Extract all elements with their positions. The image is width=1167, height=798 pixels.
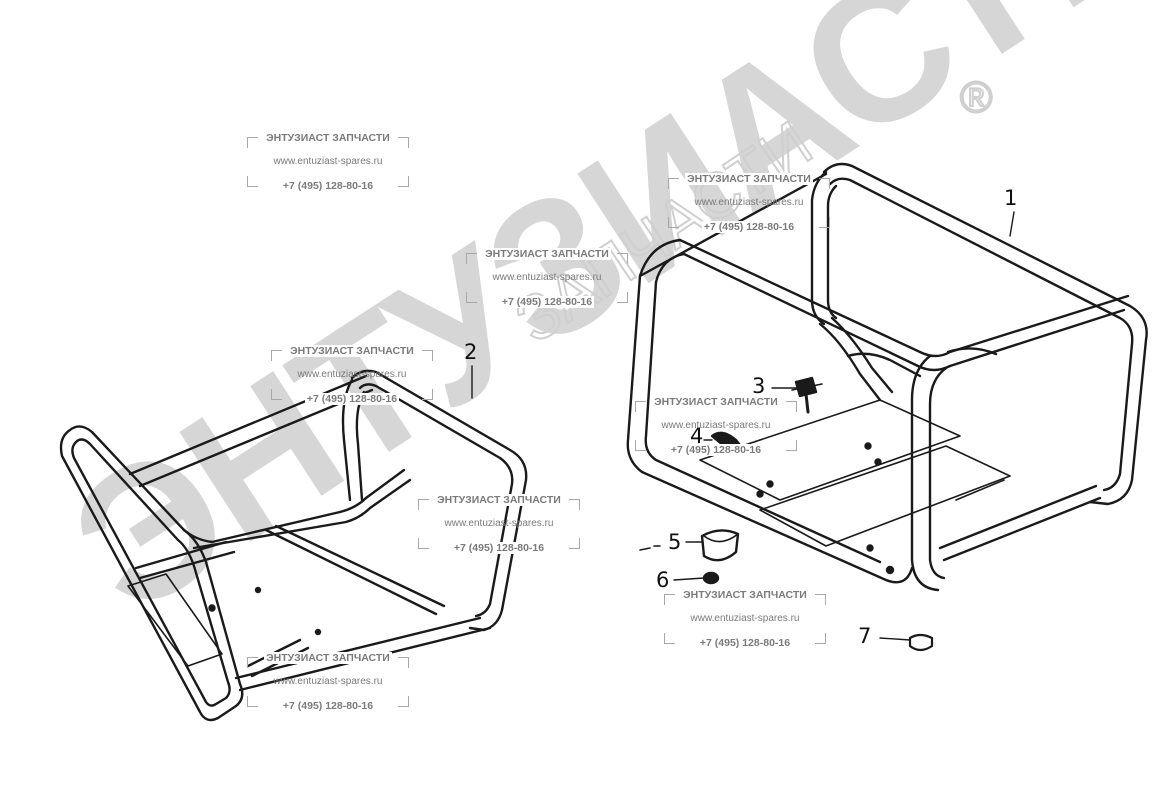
frame1-top-rail-1-inner — [682, 252, 1126, 372]
callout-2: 2 — [464, 340, 478, 364]
stamp-phone: +7 (495) 128-80-16 — [701, 221, 797, 233]
frame1-hole-4 — [756, 490, 764, 498]
callout-4: 4 — [690, 424, 704, 448]
stamp-phone: +7 (495) 128-80-16 — [304, 393, 400, 405]
frame2-top-rail-back — [128, 374, 368, 476]
watermark-stamp: ЭНТУЗИАСТ ЗАПЧАСТИ www.entuziast-spares.… — [247, 652, 409, 712]
frame2-top-rail-back-inner — [138, 388, 374, 488]
leader-lines — [471, 211, 1015, 641]
leader-6 — [673, 577, 705, 581]
frame1-back-loop — [822, 162, 1148, 506]
watermark-stamp: ЭНТУЗИАСТ ЗАПЧАСТИ www.entuziast-spares.… — [635, 396, 797, 456]
frame-part-2 — [59, 369, 528, 722]
frame1-bottom-rail-inner — [942, 496, 1102, 562]
frame-part-1 — [626, 162, 1148, 592]
frame1-back-loop-inner — [828, 177, 1134, 492]
stamp-name: ЭНТУЗИАСТ ЗАПЧАСТИ — [681, 589, 809, 601]
stamp-url: www.entuziast-spares.ru — [297, 369, 407, 380]
frame1-bottom-plate-1 — [699, 399, 961, 501]
stamp-name: ЭНТУЗИАСТ ЗАПЧАСТИ — [264, 652, 392, 664]
frame1-bottom-slot — [955, 479, 1005, 501]
stamp-phone: +7 (495) 128-80-16 — [697, 637, 793, 649]
frame2-bottom-rail-inner — [234, 616, 482, 680]
frame2-top-rail-front-inner — [192, 478, 412, 550]
watermark-stamp: ЭНТУЗИАСТ ЗАПЧАСТИ www.entuziast-spares.… — [247, 132, 409, 192]
frame2-right-end-inner — [358, 383, 514, 618]
frame1-back-vertical-inner — [826, 184, 838, 320]
stamp-url: www.entuziast-spares.ru — [694, 197, 804, 208]
frame1-top-rail-1 — [678, 238, 1130, 358]
frame2-cross-1 — [134, 540, 228, 570]
watermark-stamp: ЭНТУЗИАСТ ЗАПЧАСТИ www.entuziast-spares.… — [664, 589, 826, 649]
stamp-phone: +7 (495) 128-80-16 — [451, 542, 547, 554]
frame1-front-right-loop-inner — [928, 366, 948, 580]
frame2-cross-2 — [138, 550, 236, 580]
frame2-hole-2 — [254, 586, 262, 594]
frame1-bottom-rail — [938, 484, 1098, 550]
callout-3: 3 — [752, 374, 766, 398]
frame1-front-left-loop — [626, 238, 914, 584]
stamp-name: ЭНТУЗИАСТ ЗАПЧАСТИ — [685, 173, 813, 185]
frame1-mid-cross-1 — [818, 322, 882, 402]
bolt-part-3 — [791, 376, 823, 414]
frame2-bottom-pad — [127, 573, 223, 667]
frame1-mid-rail — [846, 352, 922, 378]
frame2-hole-1 — [208, 604, 216, 612]
nut-part-6 — [702, 571, 720, 585]
callout-1: 1 — [1004, 186, 1018, 210]
frame2-hole-3 — [314, 628, 322, 636]
frame1-hole-5 — [866, 544, 874, 552]
frame2-left-end-inner — [71, 438, 231, 707]
callout-5: 5 — [668, 530, 682, 554]
watermark-stamp: ЭНТУЗИАСТ ЗАПЧАСТИ www.entuziast-spares.… — [466, 248, 628, 308]
leader-7 — [879, 637, 911, 641]
stamp-phone: +7 (495) 128-80-16 — [280, 700, 376, 712]
stamp-url: www.entuziast-spares.ru — [661, 420, 771, 431]
rubber-foot-part-5 — [639, 529, 740, 562]
watermark-stamp: ЭНТУЗИАСТ ЗАПЧАСТИ www.entuziast-spares.… — [271, 345, 433, 405]
frame2-cross-3 — [264, 528, 438, 616]
stamp-url: www.entuziast-spares.ru — [444, 518, 554, 529]
frame1-front-right-top — [946, 347, 998, 356]
frame2-top-rail-front — [182, 468, 406, 544]
stamp-name: ЭНТУЗИАСТ ЗАПЧАСТИ — [435, 494, 563, 506]
frame2-right-vertical — [341, 378, 354, 502]
stamp-phone: +7 (495) 128-80-16 — [280, 180, 376, 192]
frame1-hole-2 — [874, 458, 882, 466]
callout-7: 7 — [858, 624, 872, 648]
stamp-url: www.entuziast-spares.ru — [492, 272, 602, 283]
foot-part-7 — [908, 633, 934, 652]
frame1-mid-cross-2 — [830, 316, 894, 394]
leader-1 — [1009, 211, 1015, 237]
frame1-hole-3 — [766, 480, 774, 488]
watermark-stamp: ЭНТУЗИАСТ ЗАПЧАСТИ www.entuziast-spares.… — [418, 494, 580, 554]
frame1-front-right-loop — [910, 354, 940, 592]
frame1-hole-1 — [864, 442, 872, 450]
stamp-url: www.entuziast-spares.ru — [273, 156, 383, 167]
stamp-phone: +7 (495) 128-80-16 — [668, 444, 764, 456]
stamp-url: www.entuziast-spares.ru — [690, 613, 800, 624]
callout-6: 6 — [656, 568, 670, 592]
stamp-name: ЭНТУЗИАСТ ЗАПЧАСТИ — [652, 396, 780, 408]
frame2-cross-4 — [274, 524, 446, 608]
frame1-hole-6 — [885, 565, 895, 575]
stamp-name: ЭНТУЗИАСТ ЗАПЧАСТИ — [288, 345, 416, 357]
stamp-name: ЭНТУЗИАСТ ЗАПЧАСТИ — [264, 132, 392, 144]
frame1-bottom-plate-2 — [759, 445, 1011, 547]
frame2-right-end — [350, 369, 528, 632]
stamp-name: ЭНТУЗИАСТ ЗАПЧАСТИ — [483, 248, 611, 260]
frame2-right-vertical-inner — [355, 390, 366, 502]
frame2-left-end — [59, 425, 244, 722]
watermark-stamp: ЭНТУЗИАСТ ЗАПЧАСТИ www.entuziast-spares.… — [668, 173, 830, 233]
stamp-url: www.entuziast-spares.ru — [273, 676, 383, 687]
stamp-phone: +7 (495) 128-80-16 — [499, 296, 595, 308]
